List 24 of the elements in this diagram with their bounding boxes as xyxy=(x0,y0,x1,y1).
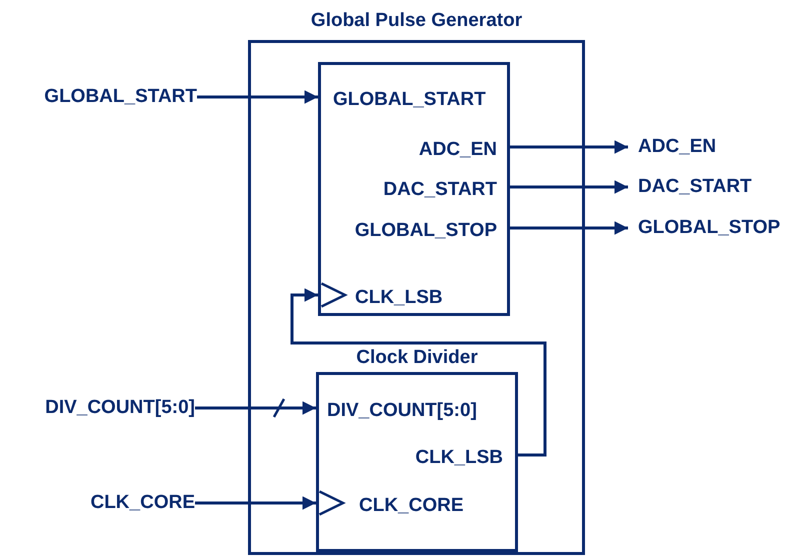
port-label: DIV_COUNT[5:0] xyxy=(327,400,477,422)
port-label: CLK_CORE xyxy=(359,495,464,517)
arrow xyxy=(290,288,546,456)
arrow xyxy=(197,90,318,104)
module-title: Global Pulse Generator xyxy=(310,10,522,32)
module-title: Clock Divider xyxy=(356,347,478,369)
port-label: GLOBAL_STOP xyxy=(354,220,497,242)
signal-label: ADC_EN xyxy=(638,136,716,158)
signal-label: DAC_START xyxy=(638,176,752,198)
signal-label: CLK_CORE xyxy=(90,492,195,514)
arrow xyxy=(510,180,628,194)
port-label: CLK_LSB xyxy=(355,287,443,309)
arrow xyxy=(510,221,628,235)
arrow xyxy=(510,140,628,154)
arrow xyxy=(195,401,316,415)
port-label: DAC_START xyxy=(383,179,497,201)
module-box xyxy=(318,62,510,316)
port-label: ADC_EN xyxy=(418,139,497,161)
port-label: GLOBAL_START xyxy=(333,89,486,111)
port-label: CLK_LSB xyxy=(415,447,503,469)
signal-label: GLOBAL_START xyxy=(44,86,197,108)
arrow xyxy=(195,496,316,510)
signal-label: GLOBAL_STOP xyxy=(638,217,780,239)
signal-label: DIV_COUNT[5:0] xyxy=(45,397,195,419)
